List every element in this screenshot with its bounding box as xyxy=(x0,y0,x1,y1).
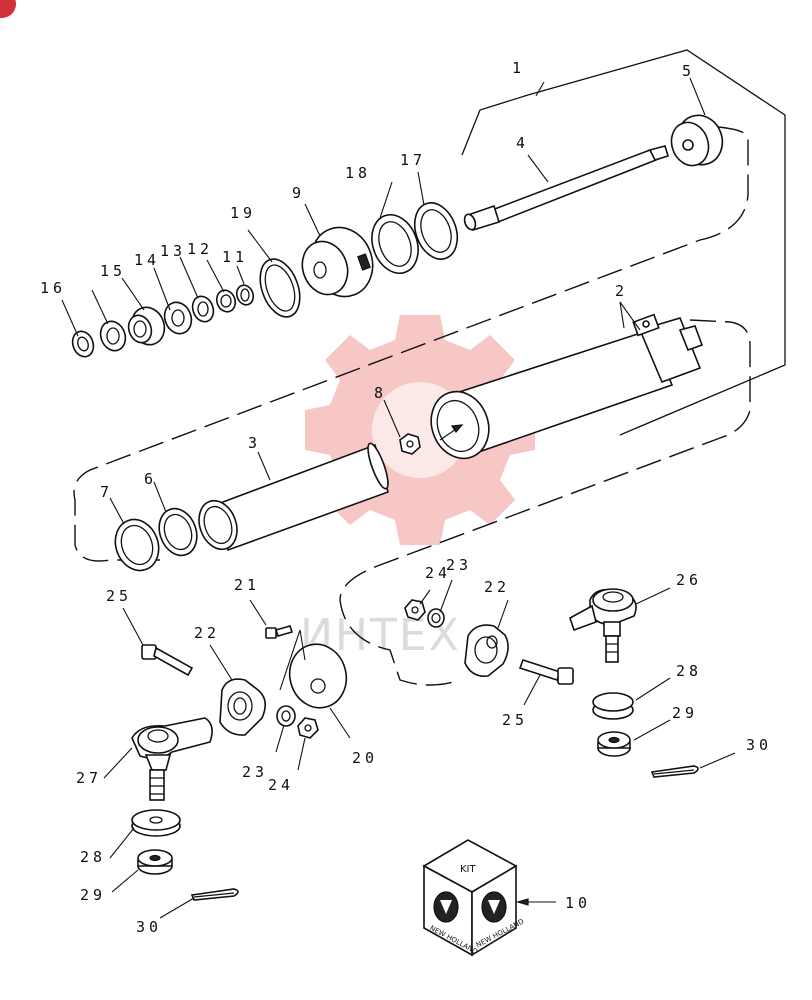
callout-22-left: 22 xyxy=(194,624,220,642)
callout-14: 14 xyxy=(134,251,160,269)
callout-28-left: 28 xyxy=(80,848,106,866)
part-23-washer-left xyxy=(276,705,296,727)
part-27-tie-rod-end xyxy=(131,717,213,801)
callout-13: 13 xyxy=(160,242,186,260)
callout-23-left: 23 xyxy=(242,763,268,781)
part-6-seal-ring xyxy=(158,507,198,557)
part-13-washer xyxy=(191,295,215,323)
part-24-nut-left xyxy=(297,717,319,739)
callout-24-left: 24 xyxy=(268,776,294,794)
part-3-tube xyxy=(198,442,389,552)
part-21-bolt xyxy=(265,625,294,639)
part-23-washer-right xyxy=(427,608,445,628)
callout-labels: 1 2 3 4 5 6 7 8 9 10 11 12 13 14 15 16 1… xyxy=(40,59,772,936)
callout-25-left: 25 xyxy=(106,587,132,605)
callout-10: 10 xyxy=(565,894,591,912)
kit-label: KIT xyxy=(460,864,477,875)
leader-lines xyxy=(61,77,736,919)
part-5-end-cap xyxy=(670,114,724,167)
part-2-cylinder-barrel xyxy=(430,313,704,460)
part-30-cotter-pin-right xyxy=(650,765,699,778)
callout-25-right: 25 xyxy=(502,711,528,729)
part-22-clamp-right xyxy=(464,624,509,678)
callout-29-right: 29 xyxy=(672,704,698,722)
callout-3: 3 xyxy=(248,434,261,452)
part-16-snap-ring xyxy=(71,330,95,358)
part-20-plate xyxy=(279,629,348,709)
part-29-castle-nut-right xyxy=(597,731,631,757)
part-8-nut xyxy=(399,433,421,455)
part-28-spacer-left xyxy=(131,809,181,837)
part-10-kit-box: KIT NEW HOLLAND NEW HOLLAND xyxy=(422,839,556,957)
callout-1: 1 xyxy=(512,59,525,77)
callout-30-left: 30 xyxy=(136,918,162,936)
callout-27: 27 xyxy=(76,769,102,787)
callout-11: 11 xyxy=(222,248,248,266)
callout-21: 21 xyxy=(234,576,260,594)
part-9-piston xyxy=(301,226,374,298)
corner-badge xyxy=(0,0,16,18)
callout-26: 26 xyxy=(676,571,702,589)
part-14-wiper xyxy=(99,320,127,352)
part-12-o-ring xyxy=(215,289,237,313)
callout-19: 19 xyxy=(230,204,256,222)
callout-30-right: 30 xyxy=(746,736,772,754)
callout-2: 2 xyxy=(615,282,628,300)
callout-17: 17 xyxy=(400,151,426,169)
new-holland-logo-icon xyxy=(433,891,507,923)
callout-9: 9 xyxy=(292,184,305,202)
callout-5: 5 xyxy=(682,62,695,80)
part-30-cotter-pin-left xyxy=(190,888,239,901)
part-25-bolt-left xyxy=(141,644,194,677)
part-4-piston-rod xyxy=(463,145,669,231)
callout-8: 8 xyxy=(374,384,387,402)
part-28-spacer-right xyxy=(592,692,634,720)
part-11-back-up-ring xyxy=(235,284,255,306)
callout-4: 4 xyxy=(516,134,529,152)
part-17-seal-ring xyxy=(413,202,459,260)
callout-28-right: 28 xyxy=(676,662,702,680)
assembly-outline xyxy=(73,49,786,686)
part-26-tie-rod-end xyxy=(569,588,637,663)
callout-12: 12 xyxy=(187,240,213,258)
part-14-seal xyxy=(163,301,193,335)
callout-22-right: 22 xyxy=(484,578,510,596)
callout-6: 6 xyxy=(144,470,157,488)
callout-16: 16 xyxy=(40,279,66,297)
callout-18: 18 xyxy=(345,164,371,182)
part-7-seal-ring xyxy=(114,518,160,572)
part-19-snap-ring xyxy=(259,258,301,318)
callout-15: 15 xyxy=(100,262,126,280)
part-29-castle-nut-left xyxy=(137,849,173,875)
callout-23-right: 23 xyxy=(446,556,472,574)
callout-7: 7 xyxy=(100,483,113,501)
part-22-clamp-left xyxy=(219,678,266,736)
callout-20: 20 xyxy=(352,749,378,767)
part-24-nut-right xyxy=(404,599,426,621)
callout-24-right: 24 xyxy=(425,564,451,582)
part-25-bolt-right xyxy=(518,659,574,685)
callout-29-left: 29 xyxy=(80,886,106,904)
part-15-gland xyxy=(127,306,166,346)
part-18-seal-ring xyxy=(371,214,419,274)
